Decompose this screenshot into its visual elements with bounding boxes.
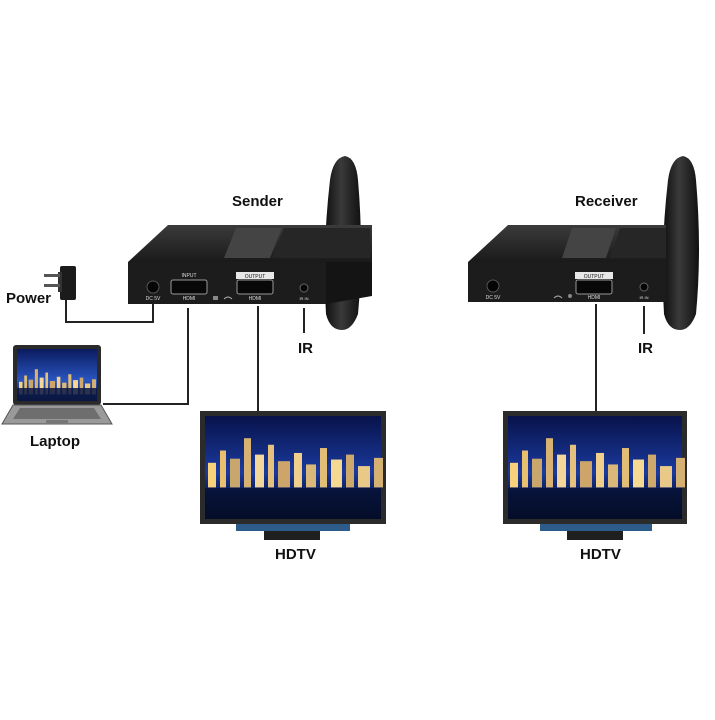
receiver-output-label: OUTPUT (584, 274, 605, 280)
receiver-wifi-icon (553, 295, 563, 299)
receiver-device: DC 5V OUTPUT HDMI IR IN (468, 156, 699, 330)
ir-receiver-label: IR (638, 340, 653, 357)
sender-output-label: OUTPUT (245, 274, 266, 280)
receiver-label: Receiver (575, 193, 638, 210)
receiver-antenna-icon (662, 156, 699, 330)
laptop-icon (1, 345, 113, 425)
receiver-hdmi-out-label: HDMI (588, 295, 601, 301)
sender-label: Sender (232, 193, 283, 210)
cables (65, 300, 645, 411)
sender-input-label: INPUT (182, 273, 197, 279)
sender-hdmi-in-label: HDMI (183, 296, 196, 302)
hdtv-left-label: HDTV (275, 546, 316, 563)
hdtv-right-icon (503, 411, 687, 540)
sender-ir-in-label: IR IN (299, 296, 308, 301)
receiver-led-icon (568, 294, 572, 298)
power-cable (65, 300, 154, 323)
sender-dc-label: DC 5V (146, 296, 161, 302)
sender-led-icon (213, 296, 218, 300)
laptop-hdmi-cable (103, 308, 189, 405)
power-adapter-icon (44, 266, 76, 300)
sender-device: DC 5V INPUT HDMI OUTPUT HDMI IR IN (128, 156, 372, 330)
receiver-dc-label: DC 5V (486, 295, 501, 301)
sender-wifi-icon (223, 296, 233, 300)
hdtv-right-label: HDTV (580, 546, 621, 563)
sender-hdmi-out-label: HDMI (249, 296, 262, 302)
ir-sender-label: IR (298, 340, 313, 357)
hdtv-left-icon (200, 411, 386, 540)
receiver-ir-in-label: IR IN (639, 295, 648, 300)
laptop-label: Laptop (30, 433, 80, 450)
power-label: Power (6, 290, 52, 307)
